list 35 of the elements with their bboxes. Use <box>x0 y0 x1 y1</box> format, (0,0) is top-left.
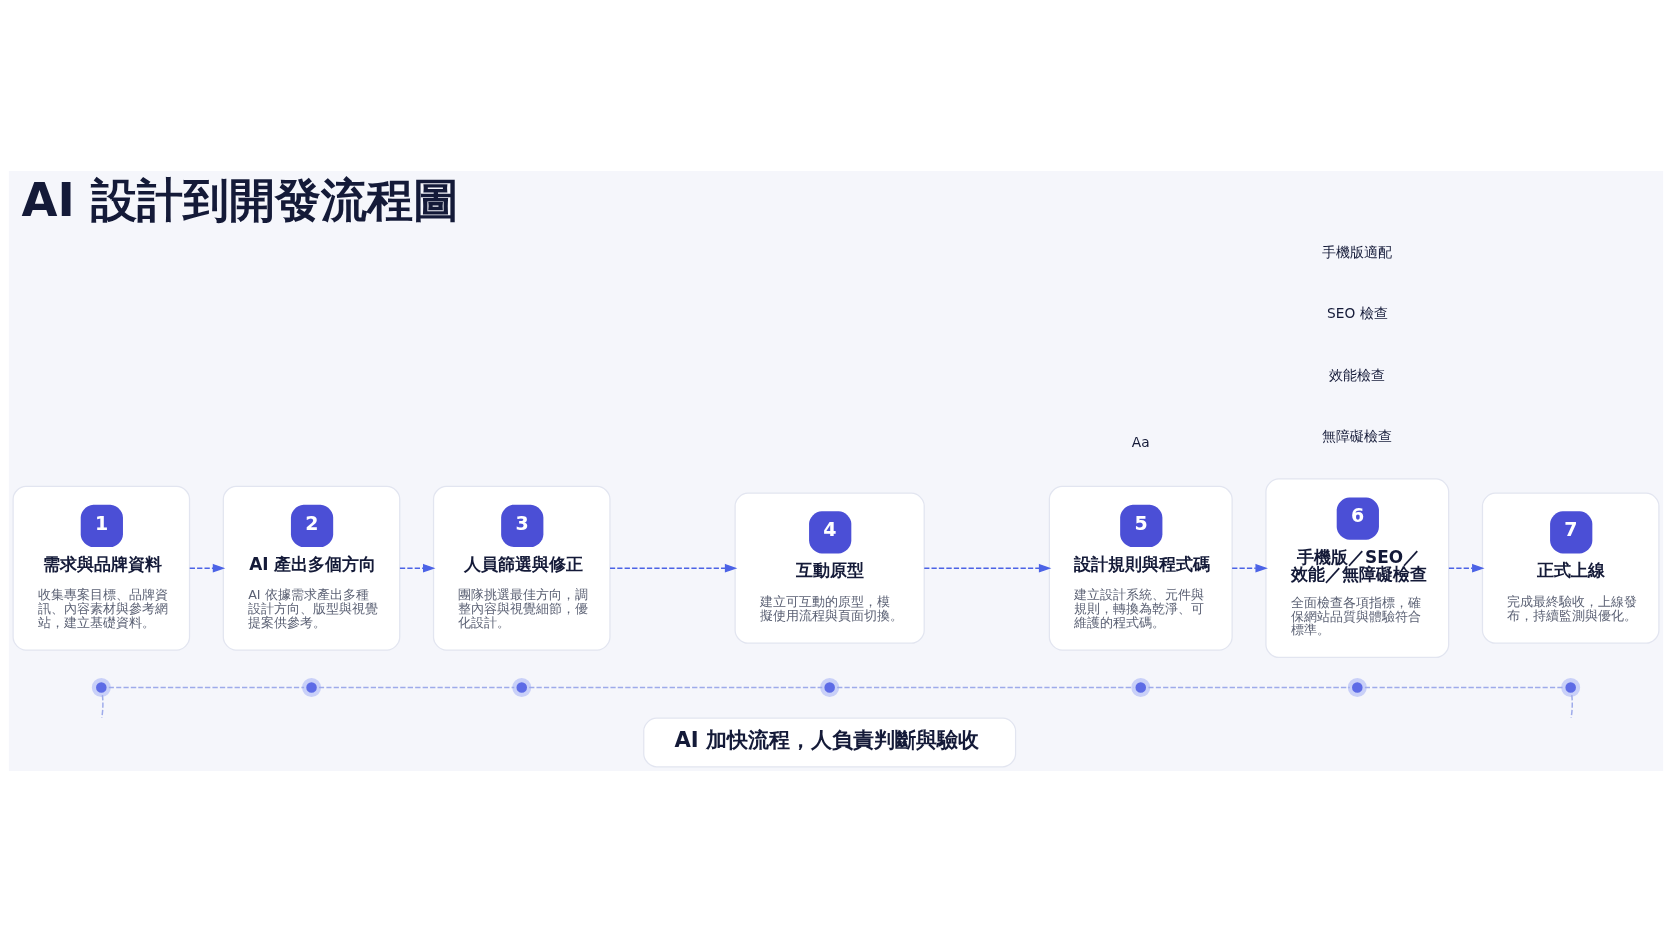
connector <box>528 686 823 688</box>
label: 手機版適配 <box>1322 243 1393 260</box>
connector <box>101 693 104 718</box>
connector <box>836 686 1134 688</box>
arrow <box>1231 563 1268 573</box>
label: SEO 檢查 <box>1327 304 1388 321</box>
node-box: 7 正式上線 完成最終驗收，上線發布，持續監測與優化。 <box>1481 492 1660 644</box>
arrow <box>923 563 1052 573</box>
node-box: 1 需求與品牌資料 收集專案目標、品牌資訊、內容素材與參考網站，建立基礎資料。 <box>12 485 191 651</box>
node-circle <box>1131 677 1151 697</box>
node-box: 4 互動原型 建立可互動的原型，模擬使用流程與頁面切換。 <box>734 492 925 644</box>
node-circle <box>1347 677 1367 697</box>
diagram-title: AI 設計到開發流程圖 <box>21 172 459 227</box>
arrow <box>1448 563 1485 573</box>
connector <box>1147 686 1351 688</box>
label: 無障礙檢查 <box>1322 427 1393 444</box>
node-box: 2 AI 產出多個方向 AI 依據需求產出多種設計方向、版型與視覺提案供參考。 <box>222 485 401 651</box>
label: Aa <box>1131 433 1150 450</box>
arrow <box>399 563 436 573</box>
connector <box>1364 686 1564 688</box>
arrow <box>609 563 738 573</box>
connector <box>318 686 516 688</box>
arrow <box>189 563 226 573</box>
node-circle <box>91 677 111 697</box>
label: 效能檢查 <box>1329 366 1386 383</box>
node-box: 6 手機版／SEO／效能／無障礙檢查 全面檢查各項指標，確保網站品質與體驗符合標準。 <box>1265 477 1450 658</box>
node-box: 5 設計規則與程式碼 建立設計系統、元件與規則，轉換為乾淨、可維護的程式碼。 <box>1048 485 1233 651</box>
node-box: AI 加快流程，人負責判斷與驗收 <box>643 717 1017 767</box>
node-circle <box>1561 677 1581 697</box>
node-circle <box>302 677 322 697</box>
connector <box>108 686 305 688</box>
node-circle <box>512 677 532 697</box>
connector <box>1570 693 1573 718</box>
node-circle <box>820 677 840 697</box>
node-box: 3 人員篩選與修正 團隊挑選最佳方向，調整內容與視覺細節，優化設計。 <box>432 485 611 651</box>
